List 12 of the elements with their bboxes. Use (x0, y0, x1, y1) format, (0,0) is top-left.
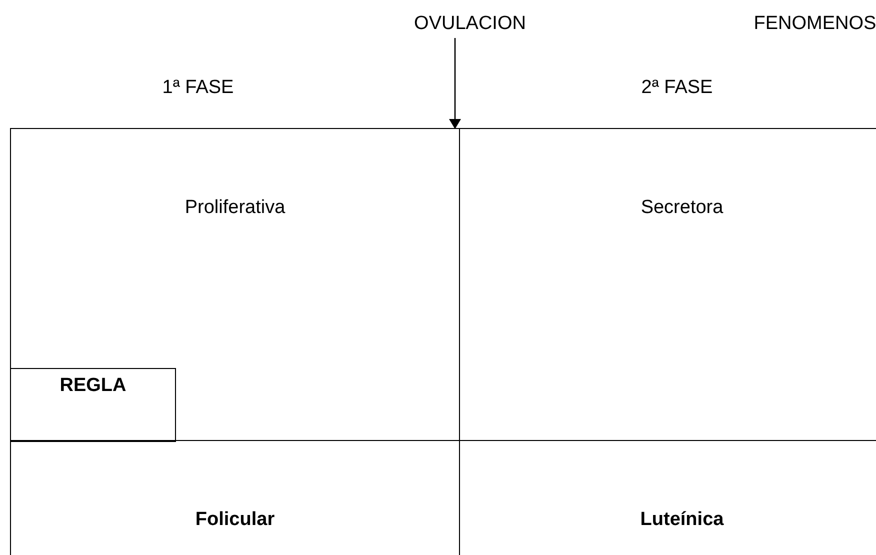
arrow (449, 38, 461, 129)
heading-label: 2ª FASE (641, 77, 713, 99)
heading-label: FENOMENOS (754, 13, 876, 35)
table-cell (10, 368, 176, 442)
cell-label: Luteínica (640, 509, 724, 531)
cell-label: Folicular (195, 509, 275, 531)
cell-label: REGLA (60, 375, 126, 397)
cell-label: Proliferativa (184, 197, 286, 219)
heading-label: 1ª FASE (162, 77, 234, 99)
phase-label: OVULACION (414, 13, 526, 35)
table-cell (10, 128, 460, 441)
cell-label: Secretora (640, 197, 724, 219)
